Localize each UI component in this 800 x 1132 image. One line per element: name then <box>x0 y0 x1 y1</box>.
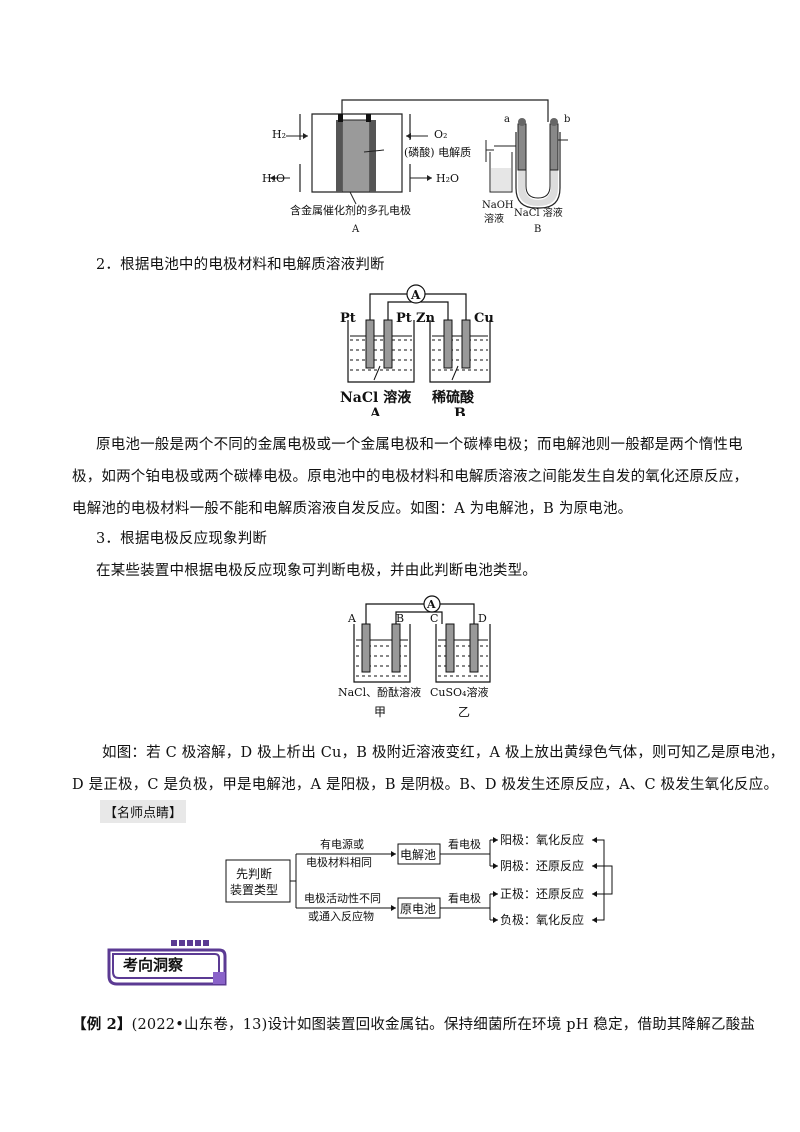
flow-electrolytic: 电解池 <box>400 848 436 862</box>
fig3-label-a: A <box>347 612 357 625</box>
cu-label: Cu <box>474 311 494 326</box>
badge-text: 考向洞察 <box>123 956 184 974</box>
fig2-label-a: A <box>369 406 382 416</box>
pt-left-label: Pt <box>340 311 356 326</box>
electrode-material-figure: A Pt Pt Zn Cu NaCl 溶液 稀硫酸 A B <box>340 284 494 416</box>
section-badge: 考向洞察 <box>103 938 227 986</box>
flow-look-top: 看电极 <box>448 837 481 851</box>
fig3-label-d: D <box>478 612 487 625</box>
section-3-heading: 3．根据电极反应现象判断 <box>96 531 268 547</box>
flow-galvanic: 原电池 <box>400 902 436 916</box>
fig3-sol-left: NaCl、酚酞溶液 <box>338 685 421 699</box>
label-a-small: a <box>504 114 510 125</box>
fig3-label-b: B <box>396 612 404 625</box>
naoh-sol-label: 溶液 <box>484 212 504 225</box>
fuel-cell-figure: H₂ O₂ H₂O H₂O (磷酸) 电解质 含金属催化剂的多孔电极 A NaO… <box>262 99 570 235</box>
nacl-label: NaCl 溶液 <box>340 389 412 406</box>
para2-line2: 极，如两个铂电极或两个碳棒电极。原电池中的电极材料和电解质溶液之间能发生自发的氧… <box>72 469 749 485</box>
pt-right-label: Pt <box>396 311 412 326</box>
example-label: 【例 2】 <box>72 1016 132 1033</box>
fig1-label-a: A <box>351 224 360 235</box>
flow-start-2: 装置类型 <box>230 883 278 897</box>
flow-start-1: 先判断 <box>236 866 272 881</box>
h2o-right-label: H₂O <box>436 172 459 185</box>
zn-label: Zn <box>416 311 435 326</box>
fig2-label-b: B <box>454 406 466 416</box>
fig3-sol-right: CuSO₄溶液 <box>430 685 488 699</box>
flow-cond-bot-2: 或通入反应物 <box>308 909 374 923</box>
para2-line1: 原电池一般是两个不同的金属电极或一个金属电极和一个碳棒电极；而电解池则一般都是两… <box>96 437 743 453</box>
flow-look-bot: 看电极 <box>448 891 481 905</box>
flow-cond-top-1: 有电源或 <box>320 837 364 851</box>
nacl-sol-label: NaCl 溶液 <box>514 206 563 219</box>
ammeter-label: A <box>410 288 421 302</box>
h2o-left-label: H₂O <box>262 172 285 185</box>
h2so4-label: 稀硫酸 <box>432 389 475 406</box>
flowchart: 先判断 装置类型 有电源或 电极材料相同 电极活动性不同 或通入反应物 电解池 … <box>225 832 613 927</box>
section-3-intro: 在某些装置中根据电极反应现象可判断电极，并由此判断电池类型。 <box>96 563 537 579</box>
para3-line1: 如图：若 C 极溶解，D 极上析出 Cu，B 极附近溶液变红，A 极上放出黄绿色… <box>102 745 785 761</box>
tip-label: 【名师点睛】 <box>100 800 187 823</box>
electrode-label: 含金属催化剂的多孔电极 <box>290 203 411 217</box>
fig3-jia: 甲 <box>374 705 386 719</box>
o2-label: O₂ <box>434 128 447 141</box>
fig3-yi: 乙 <box>458 705 470 719</box>
para2-line3: 电解池的电极材料一般不能和电解质溶液自发反应。如图：A 为电解池，B 为原电池。 <box>72 501 633 517</box>
h2-label: H₂ <box>272 128 286 141</box>
flow-anode: 阳极：氧化反应 <box>500 832 584 847</box>
flow-cathode: 阴极：还原反应 <box>500 858 584 873</box>
label-b-small: b <box>564 114 570 125</box>
flow-cond-bot-1: 电极活动性不同 <box>304 891 381 905</box>
flow-negative: 负极：氧化反应 <box>500 912 584 927</box>
example-text: (2022•山东卷，13)设计如图装置回收金属钴。保持细菌所在环境 pH 稳定，… <box>131 1017 756 1033</box>
electrolyte-label: (磷酸) 电解质 <box>404 145 471 159</box>
fig3-ammeter-label: A <box>426 598 436 611</box>
flow-cond-top-2: 电极材料相同 <box>306 855 372 869</box>
naoh-label: NaOH <box>482 200 514 211</box>
fig1-label-b: B <box>534 224 541 235</box>
fig3-label-c: C <box>430 612 438 625</box>
para3-line2: D 是正极，C 是负极，甲是电解池，A 是阳极，B 是阴极。B、D 极发生还原反… <box>72 777 779 793</box>
section-2-heading: 2．根据电池中的电极材料和电解质溶液判断 <box>96 257 385 273</box>
electrode-phenomenon-figure: A A B C D NaCl、酚酞溶液 CuSO₄溶液 甲 乙 <box>338 595 491 719</box>
flow-positive: 正极：还原反应 <box>500 886 584 901</box>
